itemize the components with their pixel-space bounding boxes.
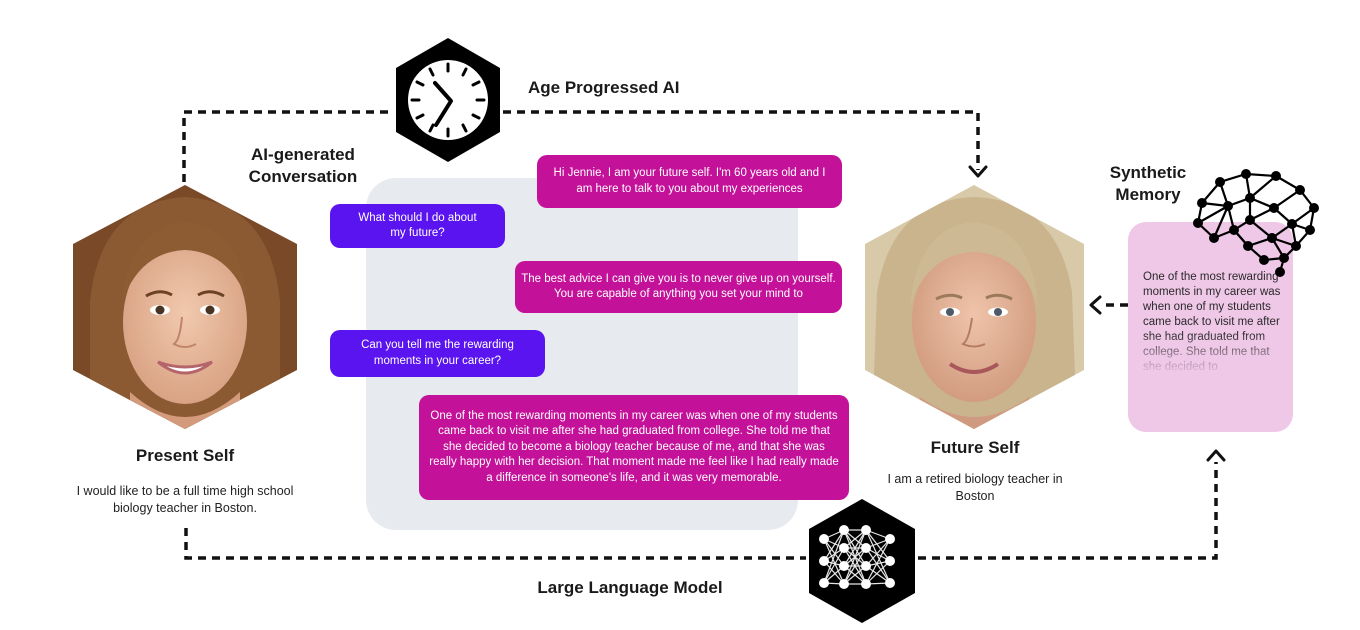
present-self-description: I would like to be a full time high scho…	[76, 484, 294, 515]
ai-conversation-label-line1: AI-generated	[251, 145, 355, 164]
present-self-message: What should I do about my future?	[330, 204, 505, 248]
arrow-down-icon	[968, 165, 988, 178]
brain-network-icon	[1193, 169, 1319, 277]
llm-label: Large Language Model	[537, 578, 723, 597]
synthetic-memory-text: One of the most rewarding moments in my …	[1143, 271, 1281, 373]
age-progressed-ai-label: Age Progressed AI	[528, 78, 680, 97]
ai-conversation-label: AI-generated Conversation	[228, 144, 378, 188]
top-connector-left	[182, 110, 393, 182]
future-self-description: I am a retired biology teacher in Boston	[887, 472, 1063, 503]
synthetic-memory-label-line2: Memory	[1115, 185, 1181, 204]
synthetic-memory-label-line1: Synthetic	[1109, 163, 1187, 182]
top-connector-right	[503, 110, 980, 170]
bottom-connector-left	[184, 528, 806, 560]
present-self-title: Present Self	[135, 446, 235, 465]
future-self-message: The best advice I can give you is to nev…	[515, 261, 842, 313]
bottom-connector-right	[918, 462, 1218, 560]
future-self-message: One of the most rewarding moments in my …	[419, 395, 849, 500]
arrow-up-icon	[1206, 449, 1226, 462]
present-self-portrait	[73, 185, 297, 429]
clock-icon	[396, 38, 500, 162]
future-self-message: Hi Jennie, I am your future self. I'm 60…	[537, 155, 842, 208]
future-self-portrait	[865, 185, 1084, 429]
ai-conversation-label-line2: Conversation	[248, 167, 358, 186]
present-self-message: Can you tell me the rewarding moments in…	[330, 330, 545, 377]
neural-network-icon	[809, 499, 915, 623]
arrow-left-icon	[1089, 295, 1102, 315]
future-self-title: Future Self	[930, 438, 1020, 457]
synthetic-memory-label: Synthetic Memory	[1093, 162, 1203, 206]
